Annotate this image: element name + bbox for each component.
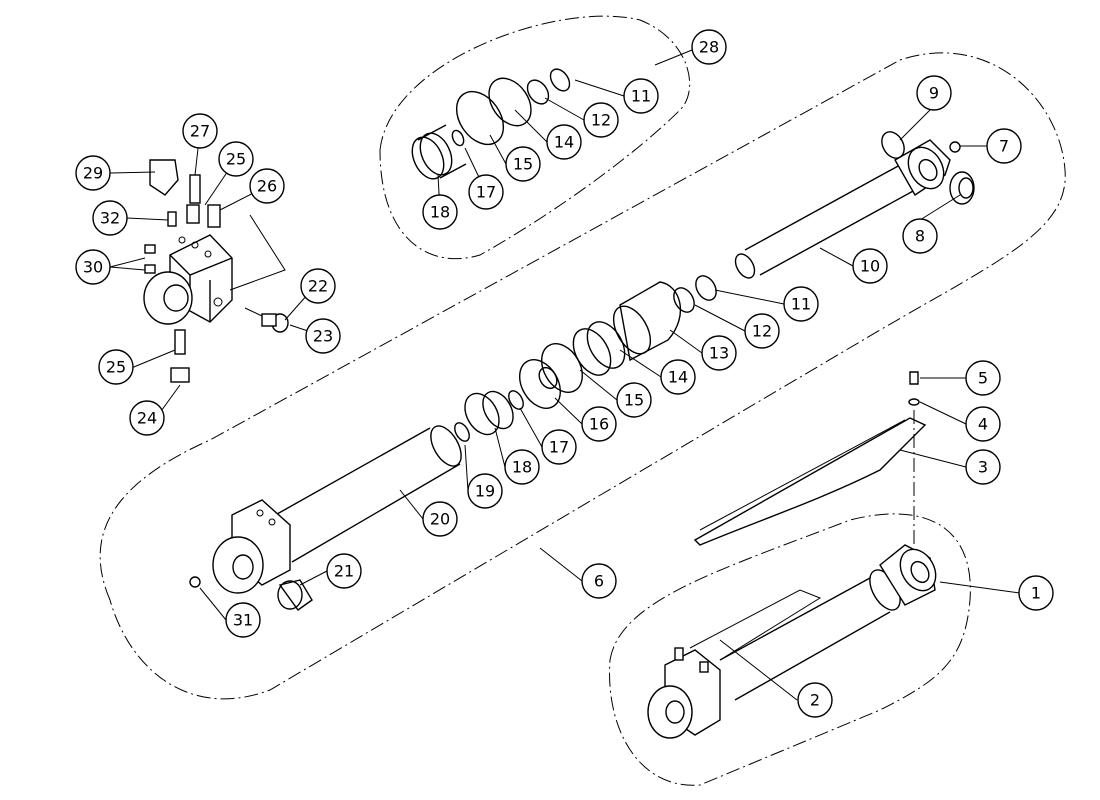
callout-20: 20 [422,501,458,537]
svg-text:6: 6 [594,572,604,591]
svg-text:28: 28 [699,38,719,57]
svg-text:30: 30 [83,258,103,277]
callout-8: 8 [902,218,938,254]
cylinder-barrel [189,390,514,611]
svg-text:12: 12 [591,111,611,130]
svg-text:14: 14 [554,133,574,152]
callout-25-upper: 25 [218,141,254,177]
svg-text:4: 4 [978,415,988,434]
svg-text:2: 2 [810,691,820,710]
callout-14-kit: 14 [546,124,582,160]
callout-18-kit: 18 [422,194,458,230]
svg-text:16: 16 [589,415,609,434]
svg-text:29: 29 [83,164,103,183]
callout-12-rod: 12 [744,313,780,349]
callout-17-barrel: 17 [541,429,577,465]
callout-16: 16 [581,406,617,442]
svg-text:25: 25 [106,358,126,377]
svg-text:26: 26 [257,177,277,196]
callout-30: 30 [75,249,111,285]
svg-text:25: 25 [226,150,246,169]
svg-text:20: 20 [430,510,450,529]
callout-3: 3 [965,449,1001,485]
svg-text:3: 3 [978,458,988,477]
svg-text:11: 11 [631,87,651,106]
svg-text:9: 9 [929,84,939,103]
piston-parts [508,275,717,410]
callout-29: 29 [75,155,111,191]
svg-text:11: 11 [791,295,811,314]
valve-block [143,159,289,383]
svg-text:8: 8 [915,227,925,246]
svg-text:5: 5 [978,369,988,388]
callout-15-rod: 15 [616,382,652,418]
callout-5: 5 [965,360,1001,396]
callout-11-rod: 11 [783,286,819,322]
assembled-cylinder [647,544,937,739]
svg-text:19: 19 [475,482,495,501]
callout-1: 1 [1018,575,1054,611]
svg-text:17: 17 [476,183,496,202]
svg-text:21: 21 [334,562,354,581]
svg-text:13: 13 [709,344,729,363]
callout-27: 27 [182,113,218,149]
svg-text:15: 15 [513,155,533,174]
callout-10: 10 [852,248,888,284]
svg-text:23: 23 [313,327,333,346]
callout-32: 32 [92,200,128,236]
svg-text:27: 27 [190,122,210,141]
callout-25-lower: 25 [98,349,134,385]
callout-12-kit: 12 [583,102,619,138]
callout-4: 4 [965,406,1001,442]
callout-19: 19 [467,473,503,509]
svg-text:10: 10 [860,257,880,276]
leader-lines [109,49,1021,701]
svg-text:32: 32 [100,209,120,228]
callout-11-kit: 11 [623,78,659,114]
seal-kit-parts [411,68,571,180]
callout-15-kit: 15 [505,146,541,182]
svg-text:12: 12 [752,322,772,341]
svg-text:15: 15 [624,391,644,410]
cover-and-fasteners [693,371,927,546]
svg-text:7: 7 [999,137,1009,156]
piston-rod [734,131,975,279]
callout-24: 24 [129,400,165,436]
callout-9: 9 [916,75,952,111]
group-boundary-seal-kit-28 [379,15,691,260]
svg-text:24: 24 [137,409,157,428]
callout-23: 23 [305,318,341,354]
callout-31: 31 [225,602,261,638]
svg-text:22: 22 [308,277,328,296]
callout-6: 6 [581,563,617,599]
svg-text:1: 1 [1031,584,1041,603]
callout-13: 13 [701,335,737,371]
callout-28: 28 [691,29,727,65]
svg-text:14: 14 [668,368,688,387]
callout-7: 7 [986,128,1022,164]
group-boundary-cylinder-6 [99,52,1066,700]
callout-2: 2 [797,682,833,718]
callout-21: 21 [326,553,362,589]
svg-text:17: 17 [549,438,569,457]
svg-text:18: 18 [512,458,532,477]
svg-text:31: 31 [233,611,253,630]
callout-26: 26 [249,168,285,204]
callout-17-kit: 17 [468,174,504,210]
svg-text:18: 18 [430,203,450,222]
callout-22: 22 [300,268,336,304]
callout-14-rod: 14 [660,359,696,395]
callout-18-barrel: 18 [504,449,540,485]
